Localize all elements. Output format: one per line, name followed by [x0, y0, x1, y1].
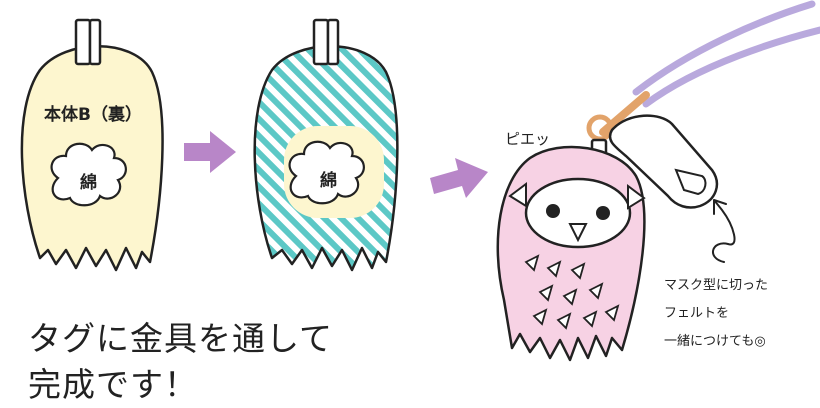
cotton-cloud-2	[288, 140, 365, 205]
side-note-line-2: フェルトを	[664, 306, 730, 321]
curly-pointer-arrow	[712, 199, 736, 263]
caption-line-1: タグに金具を通して	[28, 319, 334, 358]
caption-text: タグに金具を通して 完成です！	[28, 316, 333, 408]
tag-clip-1	[74, 18, 102, 66]
strap-loop	[632, 0, 820, 108]
owl-charm	[496, 145, 646, 362]
side-note: マスク型に切った フェルトを 一緒につけても◎	[664, 272, 768, 356]
sound-effect-label: ピエッ	[505, 130, 551, 148]
arrow-right-2	[430, 158, 488, 198]
tag-clip-2	[312, 18, 340, 66]
body-b-back-label: 本体B（裏）	[44, 105, 142, 125]
cotton-label-1: 綿	[80, 173, 97, 193]
side-note-line-3: 一緒につけても◎	[664, 334, 766, 349]
side-note-line-1: マスク型に切った	[664, 278, 769, 293]
caption-line-2: 完成です！	[28, 365, 198, 404]
arrow-right-1	[184, 131, 236, 173]
cotton-label-2: 綿	[320, 171, 337, 191]
illustration-canvas	[20, 0, 820, 362]
cotton-cloud-1	[50, 142, 127, 207]
